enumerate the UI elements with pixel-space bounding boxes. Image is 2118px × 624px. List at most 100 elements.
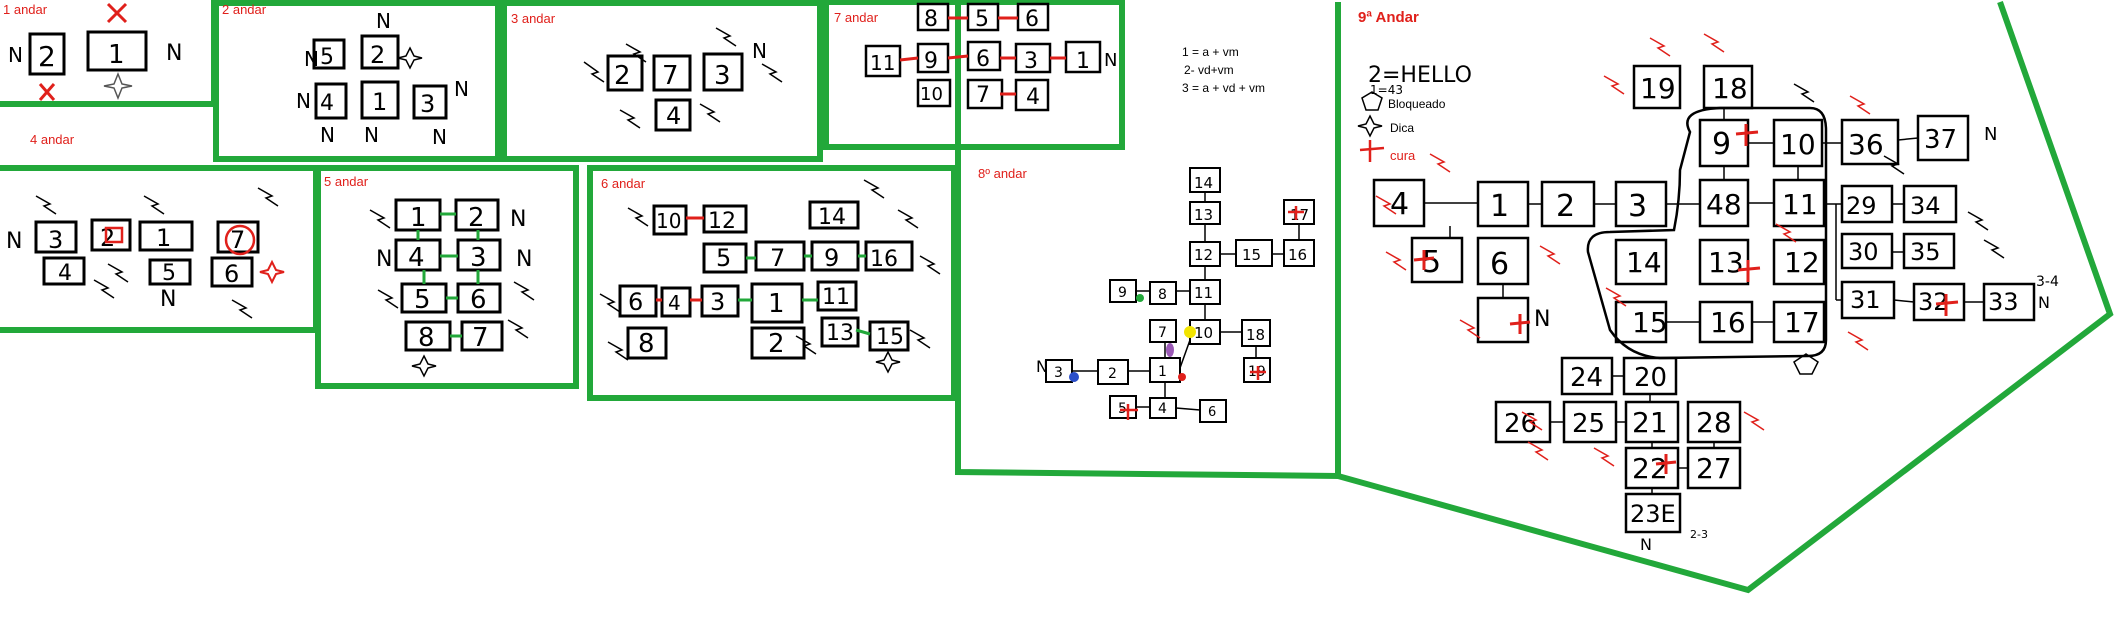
room-box xyxy=(1624,492,1682,534)
room-box xyxy=(210,256,254,288)
room-label: 10 xyxy=(1194,324,1213,342)
n-mark: N xyxy=(160,287,176,312)
room-label: 15 xyxy=(1632,306,1668,339)
room-label: 3 xyxy=(48,226,63,254)
no-entry-mark: N xyxy=(8,43,23,67)
n-mark: N xyxy=(304,47,319,71)
room-label: 26 xyxy=(1504,409,1537,439)
room-label: 14 xyxy=(818,205,846,230)
legend-hello: 2=HELLO xyxy=(1368,63,1472,88)
room-label: 3 xyxy=(1024,49,1038,74)
n-mark: N xyxy=(6,229,22,254)
n-mark: N xyxy=(1984,124,1997,145)
n-mark: N xyxy=(432,125,447,149)
room-label: 6 xyxy=(1490,247,1509,282)
room-label: 6 xyxy=(628,288,643,316)
room-label: 13 xyxy=(1194,206,1213,224)
floor-4-title: 4 andar xyxy=(30,132,75,147)
room-label: 3 xyxy=(1628,189,1647,224)
room-label: 8 xyxy=(638,329,655,359)
cure-markers xyxy=(1120,206,1304,420)
room-box xyxy=(1614,238,1668,286)
room-box xyxy=(864,44,902,78)
room-box xyxy=(1410,236,1464,284)
room-box xyxy=(606,54,644,92)
room-box xyxy=(750,326,806,360)
room-label: 17 xyxy=(1784,306,1820,339)
room-label: 2 xyxy=(768,329,785,359)
floor-1 xyxy=(28,30,148,76)
room-label: 1 xyxy=(1158,364,1167,380)
room-label: 15 xyxy=(876,325,904,350)
cure-marker xyxy=(104,226,124,244)
room-box xyxy=(1902,232,1956,270)
side-note: 3-4 xyxy=(2036,274,2059,290)
room-label: 14 xyxy=(1194,174,1213,192)
room-label: 16 xyxy=(870,247,898,272)
n-mark: N xyxy=(752,39,767,63)
item-dot-purple xyxy=(1166,343,1174,357)
room-label: 6 xyxy=(224,260,239,288)
room-label: 29 xyxy=(1846,192,1877,220)
floor-1-title: 1 andar xyxy=(3,2,48,17)
floor-8-links xyxy=(1072,192,1300,411)
blocked-pentagon-icon xyxy=(1361,91,1383,111)
room-box xyxy=(1149,281,1177,305)
floor-6-red-connectors xyxy=(656,216,704,302)
room-box xyxy=(1702,64,1754,110)
room-box xyxy=(1199,399,1227,423)
legend-blocked: Bloqueado xyxy=(1388,97,1446,111)
room-label: 6 xyxy=(976,47,990,72)
room-label: 11 xyxy=(1782,188,1818,221)
room-box xyxy=(34,220,78,254)
room-label: 17 xyxy=(1290,206,1309,224)
room-box xyxy=(652,54,692,92)
room-box xyxy=(808,200,860,230)
floor-2-title: 2 andar xyxy=(222,2,267,17)
floor-4 xyxy=(34,218,260,288)
room-label: 28 xyxy=(1696,406,1732,439)
room-label: 20 xyxy=(1634,363,1667,393)
room-label: 2 xyxy=(1556,189,1575,224)
n-mark: N xyxy=(1640,535,1652,554)
room-label: 8 xyxy=(1158,287,1167,303)
room-label: 36 xyxy=(1848,128,1884,161)
room-label: 12 xyxy=(1784,246,1820,279)
item-dot-green xyxy=(1136,294,1144,302)
room-box xyxy=(1840,232,1894,270)
n-mark: N xyxy=(376,9,391,33)
room-label: 11 xyxy=(1194,284,1213,302)
legend-cure: cura xyxy=(1390,148,1416,163)
no-entry-marks: N N N N N N N xyxy=(296,9,469,149)
blocked-pentagon-icon xyxy=(1793,353,1819,375)
room-label: 2 xyxy=(370,41,385,69)
room-label: 1 xyxy=(108,40,125,70)
room-box xyxy=(1097,359,1129,385)
lightning-icons-red xyxy=(1375,33,1871,467)
star-icon xyxy=(397,46,423,70)
floor-6-title: 6 andar xyxy=(601,176,646,191)
room-label: 19 xyxy=(1640,72,1676,105)
room-label: 1 xyxy=(1490,189,1509,224)
room-label: 4 xyxy=(408,243,425,273)
room-box xyxy=(148,258,192,286)
n-mark: N xyxy=(376,247,392,272)
floor-8 xyxy=(1045,167,1315,423)
room-label: 2 xyxy=(1108,366,1117,382)
room-label: 3 xyxy=(420,90,435,118)
room-label: 1 xyxy=(410,203,427,233)
room-label: 12 xyxy=(1194,246,1213,264)
formula-2: 2- vd+vm xyxy=(1184,63,1234,77)
room-label: 1 xyxy=(372,88,387,116)
room-box xyxy=(360,34,400,70)
room-label: 35 xyxy=(1910,238,1941,266)
room-label: 5 xyxy=(716,244,731,272)
floor-8-title: 8º andar xyxy=(978,166,1028,181)
n-mark: N xyxy=(510,207,526,232)
room-box xyxy=(626,326,668,360)
room-box xyxy=(660,286,692,318)
room-label: 3 xyxy=(714,61,731,91)
room-box xyxy=(216,220,260,254)
room-box xyxy=(360,80,400,120)
formula-3: 3 = a + vd + vm xyxy=(1182,81,1265,95)
